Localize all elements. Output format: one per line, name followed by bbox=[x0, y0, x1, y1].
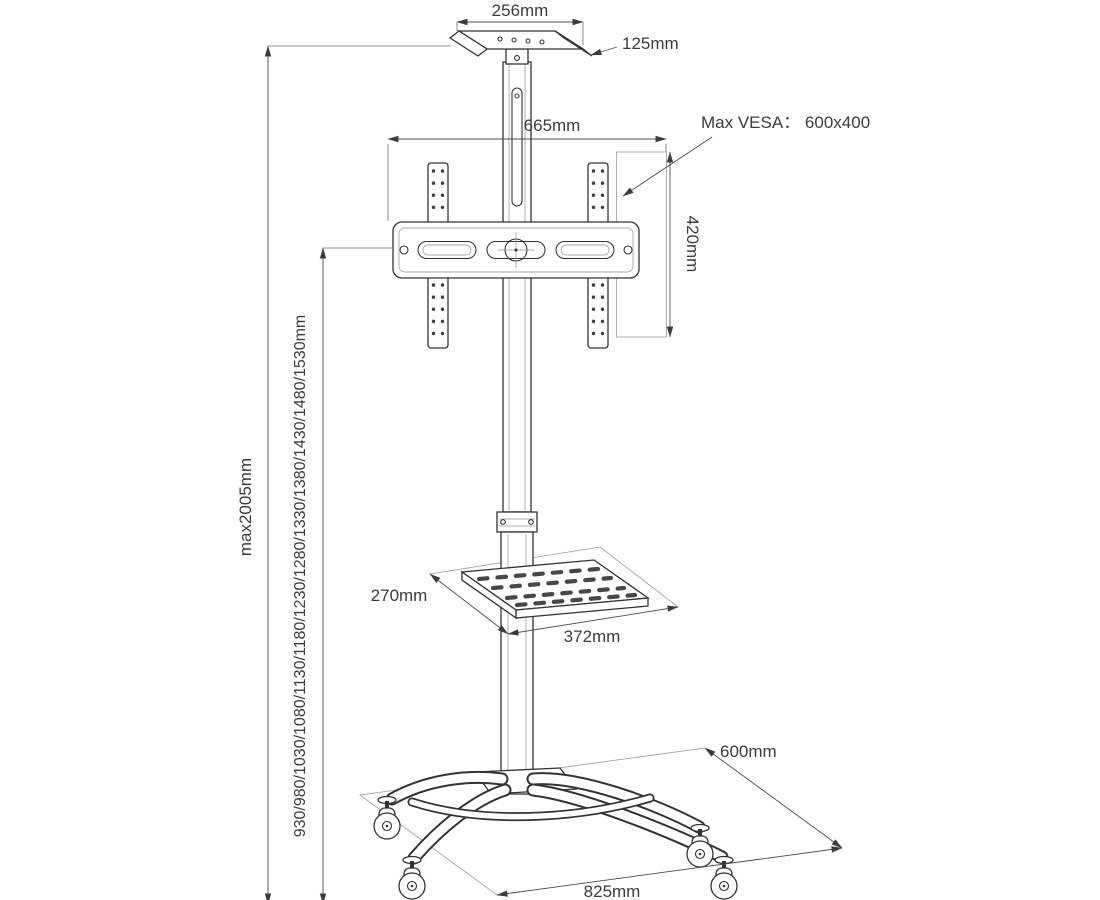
crossbar-slot-right bbox=[555, 240, 615, 260]
height-adjust-slot bbox=[511, 87, 523, 207]
dim-line-372 bbox=[507, 605, 679, 636]
shelf-plane bbox=[429, 546, 679, 608]
base bbox=[385, 767, 729, 865]
dimension-lines bbox=[264, 18, 843, 900]
vesa-note-arrow bbox=[622, 136, 713, 197]
dimension-labels: 256mm 125mm 665mm Max VESA： 600x400 420m… bbox=[236, 1, 870, 900]
label-top-plate-width: 256mm bbox=[492, 1, 549, 20]
shelf bbox=[460, 559, 650, 620]
label-base-depth: 600mm bbox=[720, 742, 777, 761]
dim-leader-125 bbox=[590, 46, 618, 56]
column bbox=[496, 61, 538, 795]
top-plate-stem bbox=[505, 48, 529, 65]
label-top-plate-depth: 125mm bbox=[622, 34, 679, 53]
dim-line-825 bbox=[496, 846, 843, 897]
perforation-row bbox=[514, 592, 638, 608]
top-plate-left-wing bbox=[448, 30, 489, 57]
column-collar bbox=[496, 511, 538, 533]
label-max-height: max2005mm bbox=[236, 458, 255, 556]
top-plate bbox=[448, 30, 593, 65]
caster-back-left bbox=[373, 795, 401, 840]
dim-line-600 bbox=[704, 747, 843, 849]
label-vesa-height: 420mm bbox=[683, 216, 702, 273]
base-plane bbox=[358, 747, 706, 896]
perforation-row bbox=[490, 575, 614, 591]
crossbar-slot-left bbox=[417, 240, 477, 260]
label-bracket-width: 665mm bbox=[524, 116, 581, 135]
dim-line-270 bbox=[429, 573, 509, 635]
label-max-vesa: Max VESA： 600x400 bbox=[701, 113, 870, 132]
label-shelf-width: 372mm bbox=[564, 627, 621, 646]
top-plate-right-wing bbox=[554, 30, 593, 57]
label-base-width: 825mm bbox=[584, 882, 641, 900]
perforation-row bbox=[504, 585, 627, 601]
label-height-adjustments: 930/980/1030/1080/1130/1180/1230/1280/13… bbox=[292, 315, 309, 838]
tv-bracket bbox=[392, 162, 640, 349]
caster-front-left bbox=[398, 855, 426, 900]
label-shelf-depth: 270mm bbox=[371, 586, 428, 605]
caster-back-right bbox=[686, 823, 714, 868]
